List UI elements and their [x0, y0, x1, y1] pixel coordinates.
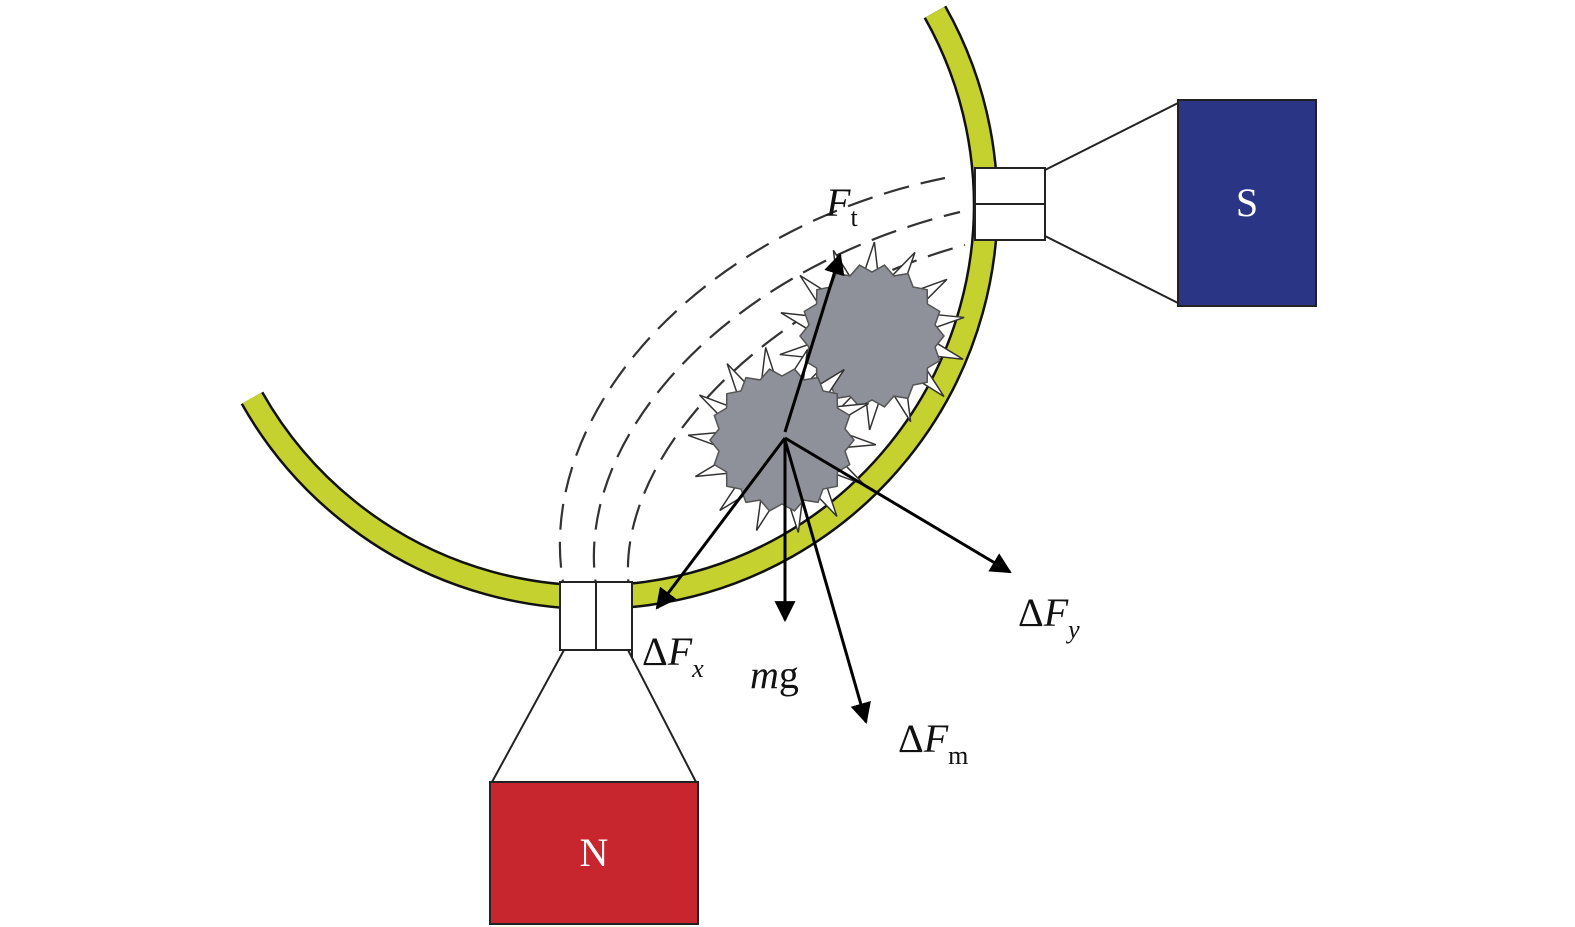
field-lines — [558, 176, 966, 606]
dfm-label: ΔFm — [898, 716, 968, 770]
north-pole-label: N — [580, 830, 609, 875]
south-magnet-yoke — [974, 101, 1181, 305]
dfx-arrow — [655, 437, 787, 610]
dfy-label: ΔFy — [1018, 590, 1080, 644]
south-pole-label: S — [1236, 180, 1258, 225]
ft-label: Ft — [825, 180, 858, 232]
force-arrows — [655, 252, 1012, 725]
ft-arrow — [783, 252, 845, 433]
field-line-1 — [558, 176, 946, 606]
dfm-arrow — [783, 439, 871, 725]
mg-label: mg — [750, 652, 799, 697]
field-line-3 — [626, 243, 966, 606]
dfy-arrow — [784, 436, 1012, 574]
north-magnet-yoke — [491, 581, 697, 783]
abrasive-body — [799, 264, 945, 408]
north-magnet: N — [489, 781, 699, 925]
south-magnet: S — [1177, 99, 1317, 307]
dfx-label: ΔFx — [642, 629, 704, 683]
abrasive-particles — [687, 241, 965, 533]
